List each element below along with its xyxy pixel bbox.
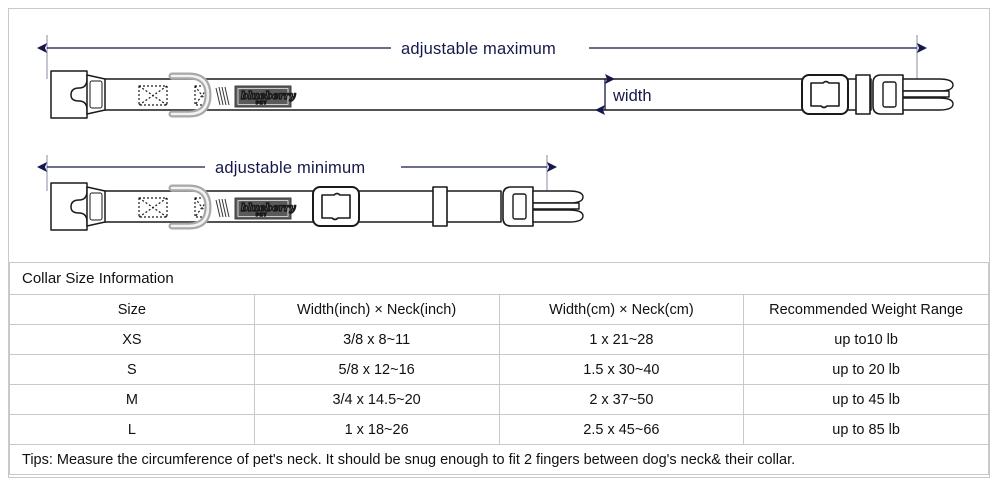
buckle-male-max <box>872 74 954 115</box>
rib-detail-max <box>215 86 230 106</box>
stitch-box-min <box>138 197 168 218</box>
prong-mid-min <box>532 202 580 210</box>
buckle-male-min <box>502 186 584 227</box>
strap-max <box>96 78 872 111</box>
extension-lines-min <box>46 155 548 191</box>
logo-patch-max <box>234 85 292 108</box>
d-ring-inner-min <box>170 186 210 228</box>
collar-min: blueberry PET <box>50 182 584 231</box>
table-tips-row: Tips: Measure the circumference of pet's… <box>9 444 989 475</box>
prong-top-min <box>532 190 584 204</box>
logo-brand-max: blueberry <box>241 91 296 102</box>
logo-sub-min: PET <box>256 212 267 217</box>
header-inch: Width(inch) × Neck(inch) <box>253 294 500 325</box>
table-title: Collar Size Information <box>9 262 989 295</box>
logo-brand-min: blueberry <box>241 203 296 214</box>
cell-weight: up to 45 lb <box>743 384 989 415</box>
extension-lines-max <box>46 35 918 79</box>
rib-detail-min <box>215 198 230 218</box>
tips-text: Tips: Measure the circumference of pet's… <box>9 444 989 475</box>
logo-patch-min <box>234 197 292 220</box>
slider-adjuster-min <box>312 186 360 227</box>
table-row: L 1 x 18~26 2.5 x 45~66 up to 85 lb <box>9 414 989 445</box>
cell-size: M <box>9 384 255 415</box>
header-cm: Width(cm) × Neck(cm) <box>498 294 745 325</box>
cell-inch: 3/4 x 14.5~20 <box>253 384 500 415</box>
table-header-row: Size Width(inch) × Neck(inch) Width(cm) … <box>9 294 989 325</box>
prong-mid-max <box>902 90 950 98</box>
cell-weight: up to 85 lb <box>743 414 989 445</box>
logo-sub-max: PET <box>256 100 267 105</box>
label-adjustable-maximum: adjustable maximum <box>401 40 556 58</box>
collar-size-table: Collar Size Information Size Width(inch)… <box>9 262 989 475</box>
stitch-box-max <box>138 85 168 106</box>
collar-diagram: adjustable maximum <box>9 9 989 261</box>
table-row: M 3/4 x 14.5~20 2 x 37~50 up to 45 lb <box>9 384 989 415</box>
cell-cm: 1 x 21~28 <box>498 324 745 355</box>
slider-adjuster-max <box>801 74 849 115</box>
keeper-loop-max <box>855 74 871 115</box>
cell-weight: up to10 lb <box>743 324 989 355</box>
label-adjustable-minimum: adjustable minimum <box>215 159 365 177</box>
header-size: Size <box>9 294 255 325</box>
cell-inch: 5/8 x 12~16 <box>253 354 500 385</box>
header-weight: Recommended Weight Range <box>743 294 989 325</box>
prong-top-max <box>902 78 954 92</box>
buckle-female-max <box>50 70 88 119</box>
table-row: XS 3/8 x 8~11 1 x 21~28 up to10 lb <box>9 324 989 355</box>
cell-weight: up to 20 lb <box>743 354 989 385</box>
cell-size: S <box>9 354 255 385</box>
cell-cm: 1.5 x 30~40 <box>498 354 745 385</box>
table-title-row: Collar Size Information <box>9 262 989 295</box>
buckle-female-slot-min <box>89 192 103 221</box>
collar-max: blueberry PET <box>50 70 954 119</box>
buckle-female-slot-max <box>89 80 103 109</box>
keeper-loop-min <box>432 186 448 227</box>
buckle-female-min <box>50 182 88 231</box>
d-ring-inner-max <box>170 74 210 116</box>
table-row: S 5/8 x 12~16 1.5 x 30~40 up to 20 lb <box>9 354 989 385</box>
cell-size: XS <box>9 324 255 355</box>
cell-inch: 3/8 x 8~11 <box>253 324 500 355</box>
label-width: width <box>612 87 652 105</box>
prong-bot-max <box>902 97 954 111</box>
cell-size: L <box>9 414 255 445</box>
cell-inch: 1 x 18~26 <box>253 414 500 445</box>
cell-cm: 2 x 37~50 <box>498 384 745 415</box>
prong-bot-min <box>532 209 584 223</box>
cell-cm: 2.5 x 45~66 <box>498 414 745 445</box>
